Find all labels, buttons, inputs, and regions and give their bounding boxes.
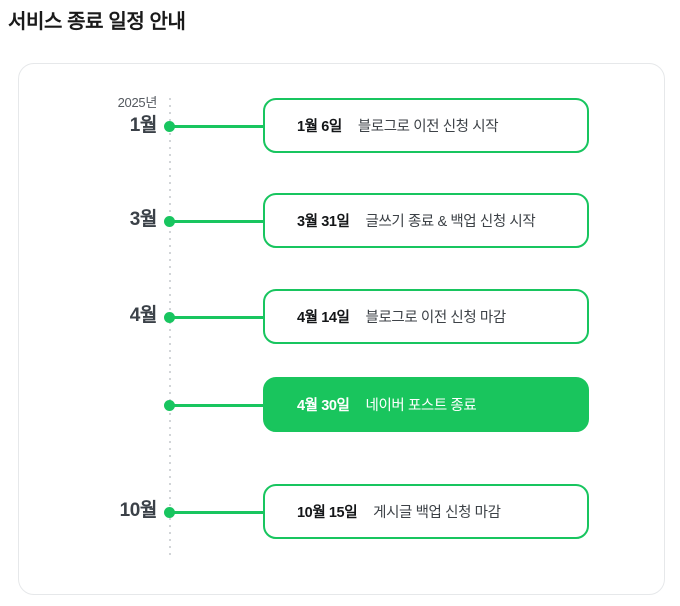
month-label: 3월 (129, 209, 158, 230)
event-description: 네이버 포스트 종료 (365, 398, 477, 414)
timeline-dot-icon (164, 216, 175, 227)
month-label: 1월 (129, 115, 158, 136)
timeline-panel: 2025년 1월 1월 6일 블로그로 이전 신청 시작 3월 3월 31일 (18, 63, 665, 595)
timeline-row[interactable]: 4월 4월 14일 블로그로 이전 신청 마감 (19, 289, 666, 345)
event-card-highlighted[interactable]: 4월 30일 네이버 포스트 종료 (263, 377, 589, 432)
timeline-row-labels: 10월 (19, 484, 158, 540)
timeline-row-labels (19, 377, 157, 433)
timeline-dot-icon (164, 400, 175, 411)
event-description: 블로그로 이전 신청 시작 (357, 119, 499, 135)
timeline-row-highlighted[interactable]: 4월 30일 네이버 포스트 종료 (19, 377, 666, 433)
event-card[interactable]: 10월 15일 게시글 백업 신청 마감 (263, 484, 589, 539)
event-description: 글쓰기 종료 & 백업 신청 시작 (365, 214, 536, 230)
timeline-connector-line (173, 220, 264, 223)
timeline-row[interactable]: 3월 3월 31일 글쓰기 종료 & 백업 신청 시작 (19, 193, 666, 249)
event-card[interactable]: 3월 31일 글쓰기 종료 & 백업 신청 시작 (263, 193, 589, 248)
timeline-connector-line (173, 511, 264, 514)
event-date: 4월 14일 (297, 310, 350, 326)
timeline-row-labels: 4월 (19, 289, 158, 345)
page-title: 서비스 종료 일정 안내 (8, 11, 186, 33)
event-description: 게시글 백업 신청 마감 (373, 505, 501, 521)
event-card[interactable]: 4월 14일 블로그로 이전 신청 마감 (263, 289, 589, 344)
timeline-connector-line (173, 404, 264, 407)
event-date: 10월 15일 (297, 505, 358, 521)
event-description: 블로그로 이전 신청 마감 (365, 310, 507, 326)
timeline-dot-icon (164, 312, 175, 323)
timeline-row[interactable]: 2025년 1월 1월 6일 블로그로 이전 신청 시작 (19, 95, 666, 154)
timeline-dot-icon (164, 507, 175, 518)
timeline-connector-line (173, 316, 264, 319)
event-date: 3월 31일 (297, 214, 350, 230)
timeline-dot-icon (164, 121, 175, 132)
timeline-row-labels: 2025년 1월 (19, 95, 158, 154)
timeline-connector-line (173, 125, 264, 128)
timeline-spine-dotted-line (169, 98, 171, 560)
timeline-row-labels: 3월 (19, 193, 158, 249)
timeline-row[interactable]: 10월 10월 15일 게시글 백업 신청 마감 (19, 484, 666, 540)
month-label: 4월 (129, 305, 158, 326)
event-date: 4월 30일 (297, 398, 350, 414)
event-date: 1월 6일 (297, 119, 342, 135)
event-card[interactable]: 1월 6일 블로그로 이전 신청 시작 (263, 98, 589, 153)
year-label: 2025년 (117, 95, 158, 110)
timeline: 2025년 1월 1월 6일 블로그로 이전 신청 시작 3월 3월 31일 (19, 64, 666, 596)
month-label: 10월 (119, 500, 158, 521)
